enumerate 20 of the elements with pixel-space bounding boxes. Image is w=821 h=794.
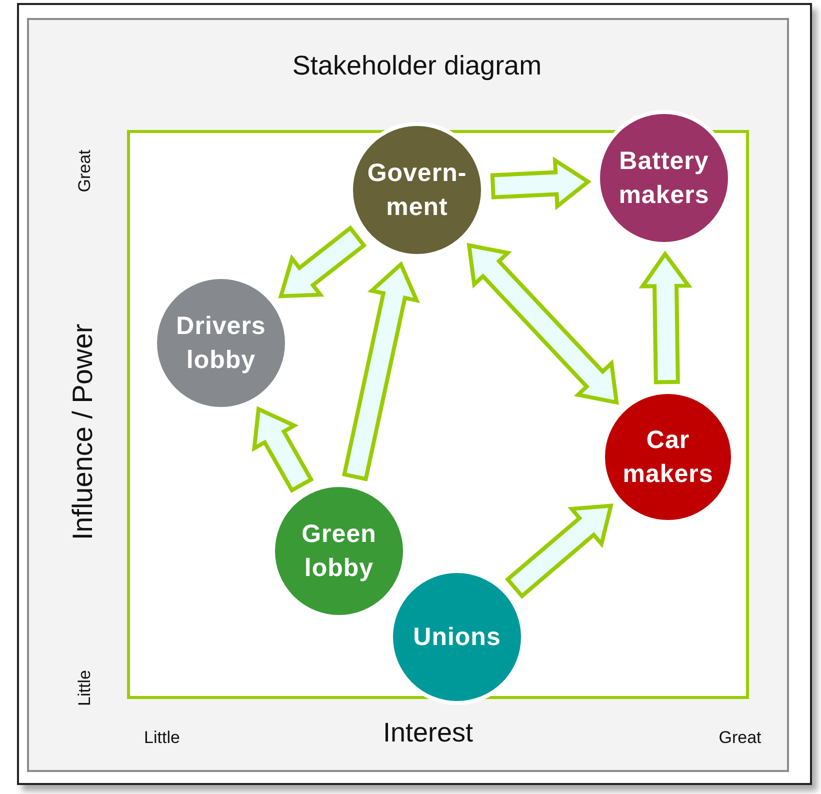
block-arrow [252,406,314,494]
axis-tick-label: Little [75,670,95,706]
stakeholder-label: Green lobby [300,519,378,584]
stakeholder-label: Unions [413,622,501,653]
axis-title: Interest [382,718,474,748]
block-arrow [278,225,367,298]
stakeholder-label: Drivers lobby [175,311,267,376]
axis-tick-label: Great [75,150,95,192]
block-arrow [466,242,619,405]
block-arrow [490,156,592,210]
stakeholder-label: Car makers [622,425,714,490]
axis-tick-label: Little [144,728,180,748]
block-arrow [342,260,420,482]
axis-title: Influence / Power [67,324,99,540]
block-arrow [638,250,692,384]
stakeholder-label: Govern-ment [366,158,468,223]
diagram-title: Stakeholder diagram [292,50,542,82]
stakeholder-label: Battery makers [618,146,710,211]
block-arrow [504,503,614,599]
axis-tick-label: Great [718,728,762,748]
